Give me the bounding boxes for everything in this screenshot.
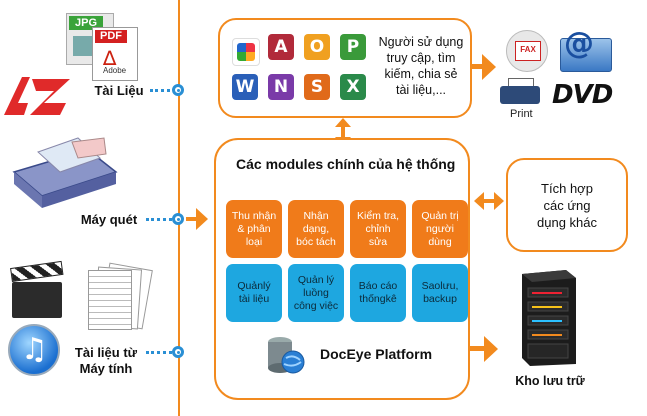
excel-icon: X — [340, 74, 366, 100]
printer-icon — [500, 78, 540, 108]
users-text-line1: Người sử dụng — [378, 35, 464, 49]
users-text-line4: tài liệu,... — [395, 83, 447, 97]
documents-icon-group: JPG PDF ∆ Adobe — [0, 5, 150, 115]
input-spine-line — [178, 0, 180, 416]
core-to-storage-line — [470, 346, 484, 351]
integration-line1: Tích hợp — [541, 181, 593, 196]
word-icon: W — [232, 74, 258, 100]
users-to-outputs-arrow — [482, 54, 496, 80]
music-app-icon: ♫ — [8, 324, 60, 376]
adobe-logo-icon: ∆ — [103, 46, 117, 70]
core-modules-panel: Các modules chính của hệ thống Thu nhận&… — [214, 138, 470, 400]
office-icon — [232, 38, 260, 66]
dvd-icon: DVD — [552, 80, 613, 110]
print-label: Print — [510, 108, 533, 120]
users-description: Người sử dụng truy cập, tìm kiếm, chia s… — [374, 34, 468, 98]
paper-documents-icon — [88, 262, 153, 332]
outlook-icon: O — [304, 34, 330, 60]
jpg-badge: JPG — [69, 16, 103, 30]
az-logo-icon — [4, 77, 70, 115]
email-icon: @ — [560, 26, 612, 72]
users-to-outputs-line — [472, 64, 482, 69]
integration-text: Tích hợp các ứng dụng khác — [508, 180, 626, 231]
server-icon — [522, 270, 576, 366]
core-integration-double-arrow — [474, 192, 504, 210]
storage-label: Kho lưu trữ — [515, 374, 585, 388]
clapperboard-icon — [10, 260, 64, 320]
computer-connector — [146, 351, 172, 357]
sharepoint-icon: S — [304, 74, 330, 100]
pdf-file-icon: PDF ∆ Adobe — [92, 27, 138, 81]
publisher-icon: P — [340, 34, 366, 60]
users-text-line3: kiếm, chia sẻ — [384, 67, 458, 81]
fax-icon: FAX — [506, 30, 548, 72]
scanner-to-core-arrow — [196, 208, 208, 230]
adobe-label: Adobe — [103, 66, 127, 75]
computer-label-line2: Máy tính — [79, 361, 133, 376]
users-access-panel: A O P W N S X Người sử dụng truy cập, tì… — [218, 18, 472, 118]
core-title: Các modules chính của hệ thống — [236, 156, 456, 172]
scanner-label: Máy quét — [80, 212, 138, 227]
integration-line3: dụng khác — [537, 215, 597, 230]
scanner-to-core-line — [186, 217, 196, 221]
fax-label: FAX — [520, 45, 536, 54]
onenote-icon: N — [268, 74, 294, 100]
access-icon: A — [268, 34, 294, 60]
users-text-line2: truy cập, tìm — [386, 51, 456, 65]
documents-connector — [150, 89, 176, 95]
computer-node — [172, 346, 184, 358]
integration-line2: các ứng — [543, 198, 591, 213]
scanner-connector — [146, 218, 172, 224]
platform-name: DocEye Platform — [320, 346, 433, 362]
core-to-storage-arrow — [484, 336, 498, 362]
module-backup[interactable]: Saolưu,backup — [412, 264, 468, 322]
pdf-badge: PDF — [95, 30, 127, 43]
documents-label: Tài Liệu — [94, 83, 144, 98]
computer-label-line1: Tài liệu từ — [74, 345, 138, 360]
scanner-icon — [12, 137, 118, 208]
documents-node — [172, 84, 184, 96]
scanner-node — [172, 213, 184, 225]
database-globe-icon — [268, 337, 305, 374]
integration-panel: Tích hợp các ứng dụng khác — [506, 158, 628, 252]
